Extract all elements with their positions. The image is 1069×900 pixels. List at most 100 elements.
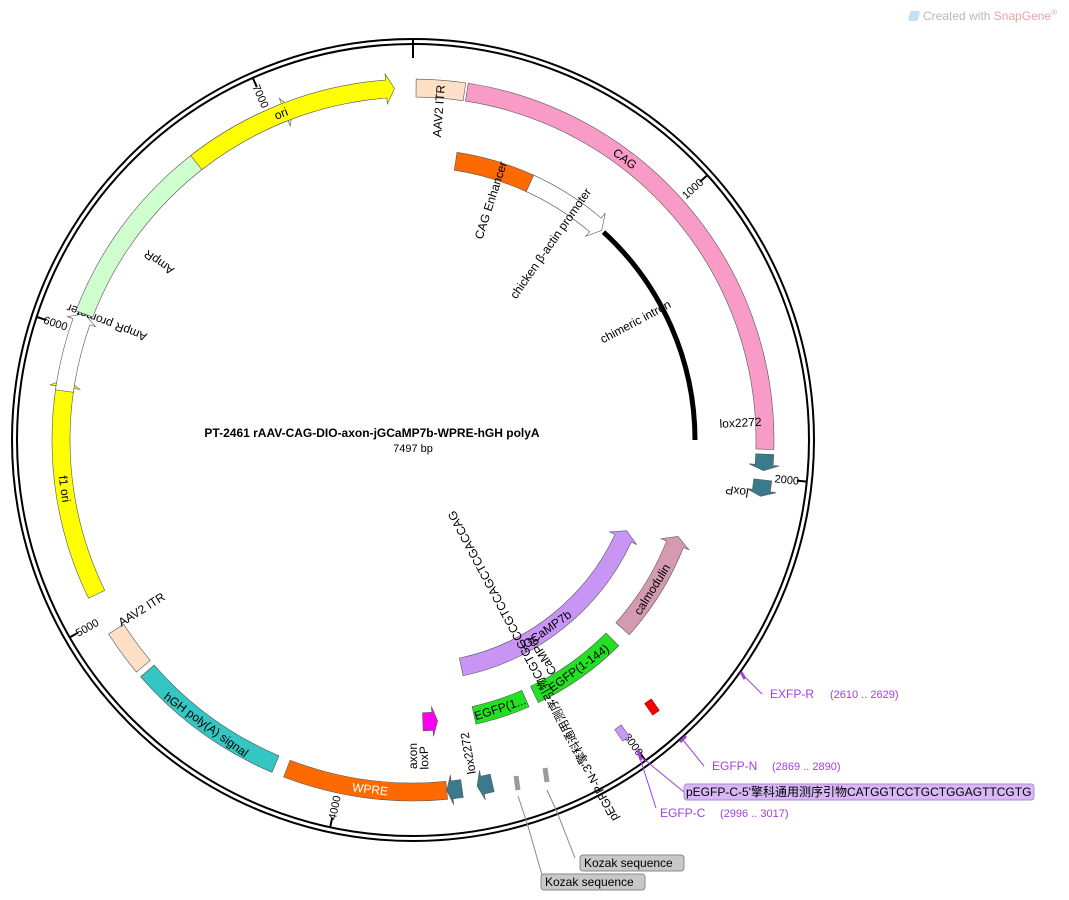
feature-shape-loxp-1[interactable] (746, 478, 777, 497)
feature-axon[interactable]: axon (406, 706, 438, 769)
primer-bar-egfp-n (678, 734, 688, 744)
marker-lavender-box (614, 724, 630, 742)
primer-label-egfp-n: EGFP-N (712, 759, 757, 773)
primer-layer: EXFP-R (2610 .. 2629) EGFP-N (2869 .. 2890)… (614, 671, 1035, 820)
tick-label-5000: 5000 (74, 617, 101, 640)
primer-label-egfp-c5: pEGFP-C-5'擎科通用测序引物CATGGTCCTGCTGGAGTTCGTG (686, 784, 1031, 799)
feature-label-aav2-itr-2: AAV2 ITR (116, 590, 168, 630)
feature-label-chimeric-intron: chimeric intron (598, 297, 673, 346)
feature-label-egfp-1-dots: EGFP(1... (473, 693, 528, 723)
feature-label-aav2-itr-1: AAV2 ITR (430, 84, 448, 138)
feature-wpre[interactable]: WPRE (283, 759, 448, 802)
feature-shape-aav2-itr-2[interactable] (108, 623, 151, 673)
primer-exfp-r[interactable]: EXFP-R (2610 .. 2629) (739, 671, 899, 701)
primer-egfp-c5[interactable]: pEGFP-C-5'擎科通用测序引物CATGGTCCTGCTGGAGTTCGTG (639, 755, 1035, 801)
marker-red-box (644, 698, 660, 716)
feature-loxp-2[interactable]: loxP (417, 746, 464, 805)
primer-label-egfp-c: EGFP-C (660, 806, 706, 820)
feature-label-loxp-2: loxP (417, 746, 432, 770)
snapgene-watermark: Created with SnapGene® (907, 8, 1057, 23)
kozak-leader-2 (517, 795, 543, 876)
feature-chicken-b-actin-promoter[interactable]: chicken β-actin promoter (507, 174, 606, 301)
primer-egfp-c[interactable]: EGFP-C (2996 .. 3017) (636, 749, 789, 820)
feature-shape-lox2272-1[interactable] (749, 453, 780, 471)
tick-label-7000: 7000 (250, 83, 271, 110)
feature-ori[interactable]: ori (190, 72, 395, 171)
feature-shape-ampr-promoter[interactable] (55, 313, 97, 393)
callout-kozak-2[interactable]: Kozak sequence (513, 775, 646, 891)
feature-shape-wpre[interactable] (283, 759, 448, 802)
primer-range-egfp-n: (2869 .. 2890) (772, 761, 841, 773)
feature-label-lox2272-2: lox2272 (458, 731, 479, 775)
feature-shape-aav2-itr-1[interactable] (415, 78, 467, 102)
watermark-brand: SnapGene (993, 9, 1052, 23)
primer-egfp-n[interactable]: EGFP-N (2869 .. 2890) (678, 734, 841, 773)
watermark-prefix: Created with (923, 9, 994, 23)
tick-5000 (69, 631, 79, 639)
kozak-box-2 (540, 873, 646, 891)
plasmid-length: 7497 bp (393, 443, 433, 455)
tick-7000 (251, 77, 258, 88)
feature-shape-hgh-polya[interactable] (140, 664, 280, 773)
feature-chimeric-intron[interactable]: chimeric intron (598, 230, 698, 441)
tick-label-2000: 2000 (774, 473, 800, 488)
feature-f1-ori[interactable]: f1 ori (48, 378, 106, 599)
feature-label-lox2272-1: lox2272 (719, 415, 762, 431)
primer-label-exfp-r: EXFP-R (770, 687, 814, 701)
feature-cag[interactable]: CAG (465, 82, 775, 450)
primer-leader-egfp-c (639, 757, 657, 809)
tick-label-6000: 6000 (42, 315, 69, 334)
feature-label-ori: ori (272, 105, 290, 123)
feature-shape-chimeric-intron[interactable] (601, 230, 698, 441)
feature-aav2-itr-2[interactable]: AAV2 ITR (108, 590, 168, 673)
plasmid-name: PT-2461 rAAV-CAG-DIO-axon-jGCaMP7b-WPRE-… (204, 426, 539, 440)
tick-6000 (36, 315, 47, 321)
feature-label-hgh-polya: hGH poly(A) signal (161, 690, 251, 761)
kozak-box-1 (579, 854, 685, 872)
tick-1000 (699, 174, 709, 183)
feature-shape-axon[interactable] (422, 706, 438, 737)
feature-hgh-polya[interactable]: hGH poly(A) signal (140, 664, 280, 773)
feature-shape-jgcamp7b[interactable] (459, 530, 637, 677)
feature-label-wpre: WPRE (351, 780, 388, 798)
tick-2000 (796, 479, 807, 483)
feature-egfp-1-dots[interactable]: EGFP(1... (471, 689, 530, 725)
primer-range-egfp-c: (2996 .. 3017) (720, 808, 789, 820)
primer-bar-exfp-r (739, 671, 747, 680)
kozak-bar-2 (513, 775, 521, 791)
primer-range-exfp-r: (2610 .. 2629) (830, 689, 899, 701)
tick-label-4000: 4000 (327, 795, 344, 821)
feature-shape-lox2272-2[interactable] (476, 770, 495, 800)
feature-label-loxp-1: loxP (724, 483, 749, 500)
primer-leader-exfp-r (743, 675, 763, 695)
feature-shape-egfp-1-144[interactable] (530, 632, 620, 704)
kozak-bar-1 (542, 767, 550, 783)
callout-kozak-1[interactable]: Kozak sequence (542, 767, 685, 872)
kozak-label-2: Kozak sequence (545, 875, 634, 889)
feature-shape-calmodulin[interactable] (615, 536, 690, 636)
kozak-label-1: Kozak sequence (584, 856, 673, 870)
feature-lox2272-1[interactable]: lox2272 (719, 415, 780, 471)
feature-label-calmodulin: calmodulin (631, 561, 673, 617)
primer-leader-egfp-c5 (639, 755, 685, 793)
feature-cag-enhancer[interactable]: CAG Enhancer (453, 152, 535, 241)
tick-4000 (329, 817, 334, 828)
primer-leader-egfp-n (682, 739, 705, 767)
feature-label-ampr: AmpR (141, 247, 177, 278)
feature-shape-cag[interactable] (465, 82, 775, 450)
feature-label-axon: axon (406, 743, 420, 769)
feature-loxp-1[interactable]: loxP (724, 478, 777, 500)
feature-shape-ori[interactable] (190, 72, 395, 171)
feature-label-f1-ori: f1 ori (56, 475, 74, 503)
feature-shape-loxp-2[interactable] (446, 774, 464, 805)
feature-shape-chicken-b-actin-promoter[interactable] (525, 174, 606, 238)
watermark-reg: ® (1051, 8, 1057, 17)
kozak-leader-1 (546, 789, 576, 859)
feature-ampr-promoter[interactable]: AmpR promoter (55, 301, 149, 393)
feature-shape-egfp-1-dots[interactable] (471, 689, 530, 725)
primer-box-egfp-c5 (683, 783, 1035, 801)
feature-aav2-itr-1[interactable]: AAV2 ITR (415, 78, 467, 138)
feature-lox2272-2[interactable]: lox2272 (458, 731, 495, 800)
